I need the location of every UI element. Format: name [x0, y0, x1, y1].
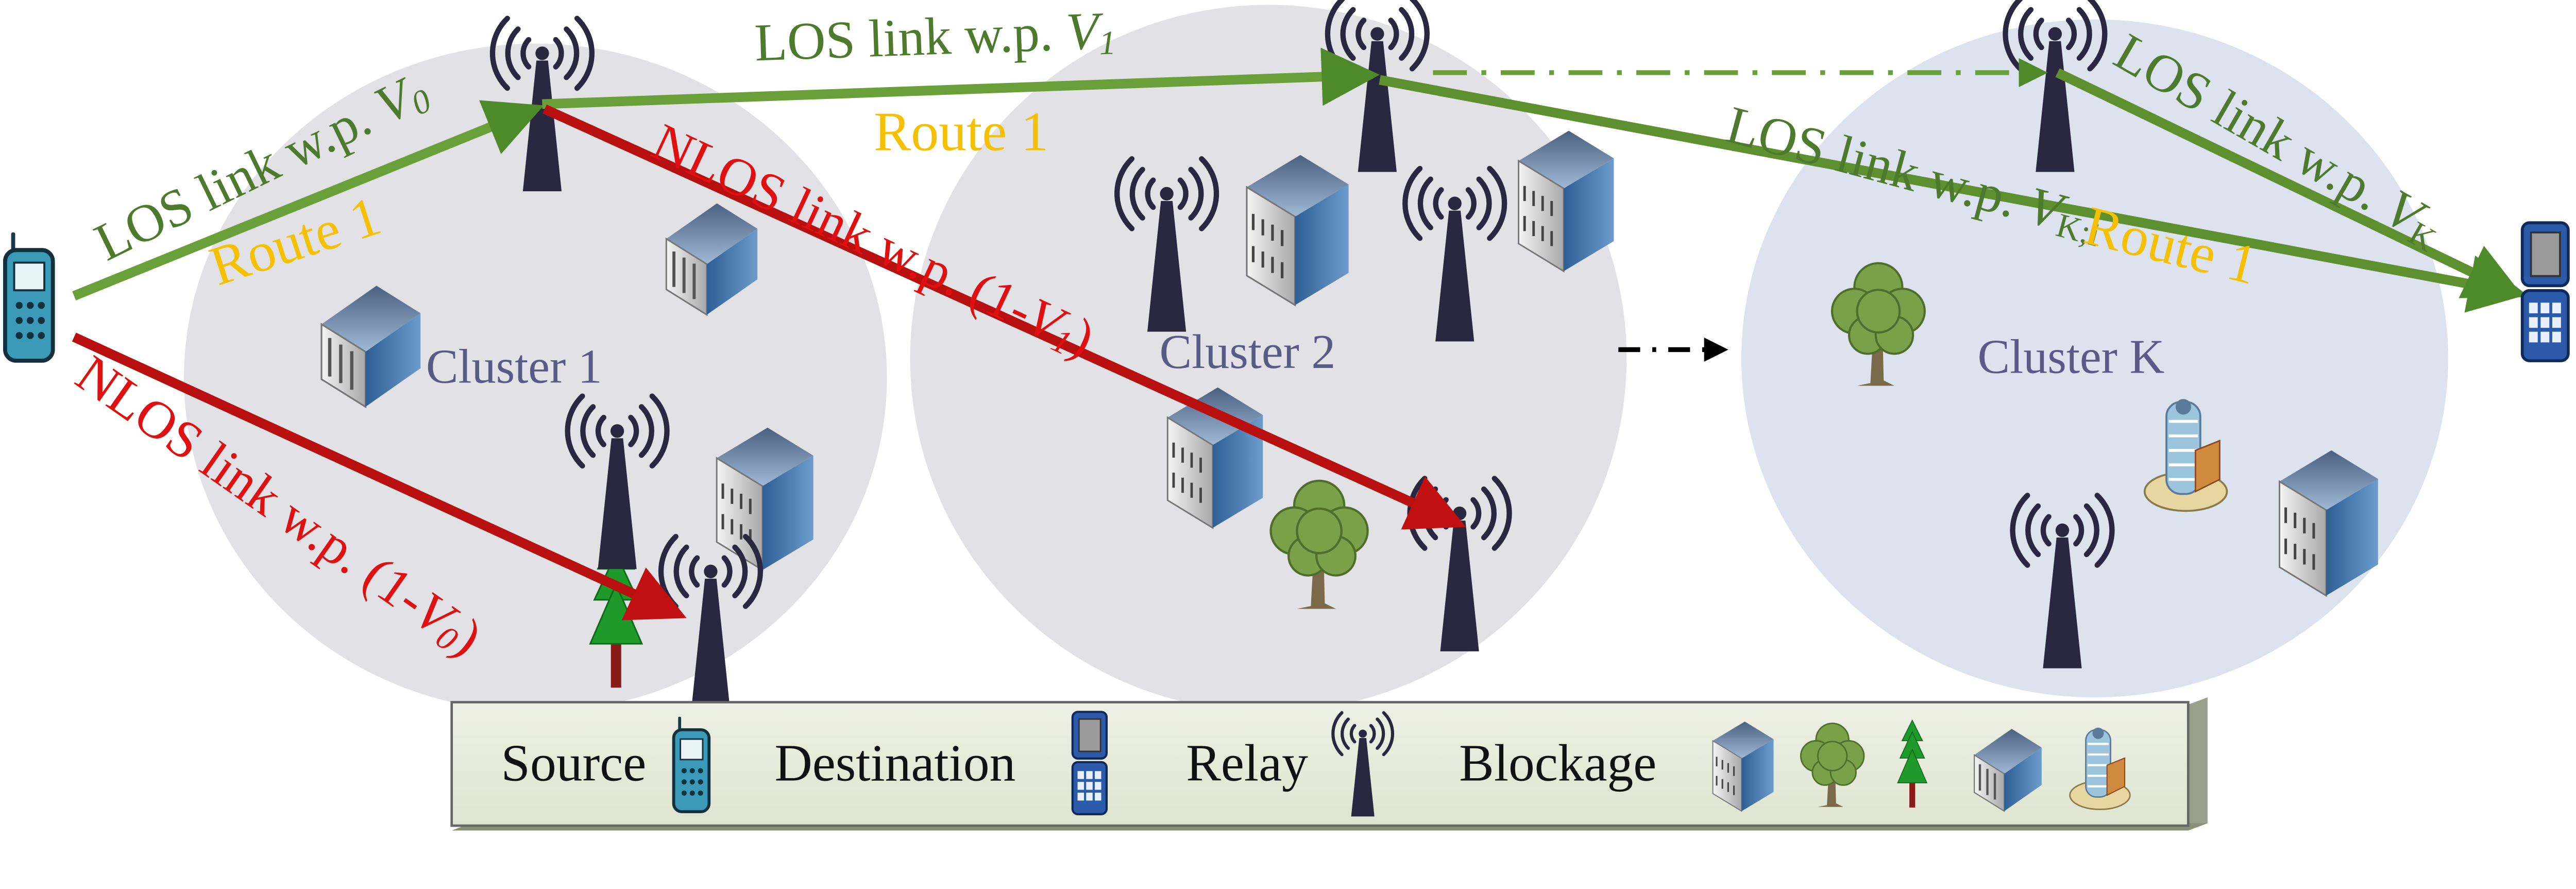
los-link-relay1-relay2: [542, 47, 1380, 109]
nlos-link-relay1-relay: [543, 104, 1466, 530]
los-link-relay2-destination: [1379, 75, 2527, 313]
cluster-k-area: [1741, 19, 2448, 698]
los-v1-text: LOS link w.p.: [754, 3, 1067, 72]
cluster-k-label: Cluster K: [1978, 330, 2165, 384]
legend-destination-label: Destination: [774, 734, 1015, 792]
source-phone-icon: [5, 232, 53, 361]
phone-source-icon: [674, 717, 709, 812]
phone-destination-icon: [1073, 712, 1107, 814]
los-link-source-relay1: [72, 100, 544, 300]
legend: Source Destination Relay Blockage: [450, 697, 2208, 831]
relay-network-diagram: Cluster 1 Cluster 2 Cluster K LOS link w…: [0, 0, 2576, 831]
cluster-2-area: [910, 5, 1627, 712]
los-link-relayk-destination: [2055, 68, 2524, 298]
legend-blockage-label: Blockage: [1459, 734, 1656, 792]
legend-relay-label: Relay: [1186, 734, 1308, 792]
los-v1-sub: 1: [1098, 24, 1116, 62]
destination-phone-icon: [2522, 223, 2568, 361]
legend-source-label: Source: [501, 734, 647, 792]
cluster-1-label: Cluster 1: [426, 340, 602, 393]
nlos-link-source-relay: [72, 332, 687, 620]
cluster-2-label: Cluster 2: [1159, 325, 1335, 379]
route-label: Route 1: [874, 101, 1048, 162]
los-v1-label: LOS link w.p. V1: [754, 1, 1117, 74]
